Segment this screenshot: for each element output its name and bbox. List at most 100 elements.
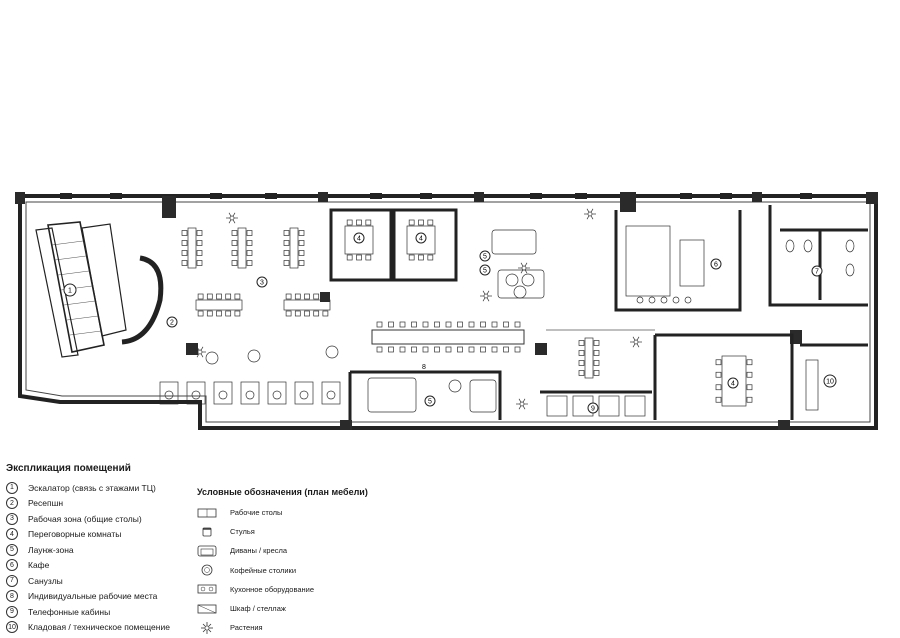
plant [587, 211, 593, 217]
chair [191, 390, 201, 400]
chair [593, 370, 600, 376]
room-marker-10: 10 [823, 374, 837, 388]
stool [636, 296, 644, 304]
room-number-badge: 4 [6, 528, 18, 541]
coffee-table [205, 351, 219, 365]
coffee-table [505, 273, 519, 287]
floor-plan: 1 2 3 4 4 4 5 5 5 6 7 8 9 10 [15, 192, 878, 430]
stool [648, 296, 656, 304]
shelving [805, 359, 819, 411]
chair [365, 254, 372, 261]
chair [411, 321, 417, 328]
column [866, 192, 878, 204]
column [340, 420, 352, 430]
symbol-label: Шкаф / стеллаж [230, 604, 286, 614]
chair [181, 230, 188, 236]
stool [660, 296, 668, 304]
chair [246, 260, 253, 266]
chair [285, 293, 292, 300]
chair [294, 293, 301, 300]
chair [399, 321, 406, 328]
chair [356, 219, 362, 226]
desk [237, 227, 247, 269]
symbols-legend-title: Условные обозначения (план мебели) [197, 487, 368, 497]
room-label: Эскалатор (связь с этажами ТЦ) [28, 482, 156, 493]
chair [231, 230, 238, 236]
room-marker-1: 1 [63, 283, 77, 297]
symbol-row: Растения [197, 618, 314, 637]
chair [408, 219, 415, 226]
room-marker-7: 7 [811, 265, 823, 277]
chair [715, 359, 722, 366]
chair [427, 219, 434, 226]
room-label: Телефонные кабины [28, 606, 111, 617]
room-marker-2: 2 [166, 316, 178, 328]
desk [584, 337, 594, 379]
room-markers: 1 2 3 4 4 4 5 5 5 6 7 8 9 10 [63, 232, 837, 414]
chair [246, 240, 253, 246]
chair [225, 293, 232, 300]
chair [422, 346, 429, 353]
room-number-badge: 2 [6, 497, 18, 510]
chair [503, 321, 509, 328]
chair [746, 359, 753, 366]
chair [196, 260, 203, 266]
desk [195, 299, 243, 311]
room-label: Рабочая зона (общие столы) [28, 513, 142, 524]
chair [411, 346, 417, 353]
chair [346, 219, 353, 226]
stool [684, 296, 692, 304]
chair [283, 230, 290, 236]
toilet [785, 239, 795, 253]
chair [181, 260, 188, 266]
chair [326, 390, 336, 400]
sofa-icon [197, 545, 217, 557]
chair [299, 390, 309, 400]
room-marker-6: 6 [710, 258, 722, 270]
plant [229, 215, 235, 221]
chair [593, 350, 600, 356]
plant [483, 293, 489, 299]
room-marker-5a: 5 [479, 250, 491, 262]
desk [187, 227, 197, 269]
svg-text:1: 1 [68, 288, 72, 295]
chair [283, 240, 290, 246]
desk-icon [197, 508, 217, 517]
room-label: Индивидуальные рабочие места [28, 591, 158, 602]
chair [715, 371, 722, 378]
room-label: Кладовая / техническое помещение [28, 622, 170, 633]
room-number-badge: 1 [6, 481, 18, 494]
chair [376, 321, 383, 328]
chair [365, 219, 372, 226]
room-number-badge: 7 [6, 574, 18, 587]
kitchen-equipment-icon [197, 584, 217, 594]
symbol-row: Кофейные столики [197, 561, 314, 580]
room-label: Ресепшн [28, 498, 64, 509]
sofa [367, 377, 417, 413]
chair [418, 219, 424, 226]
cabinet-icon [197, 604, 217, 613]
coffee-table [325, 345, 339, 359]
chair [245, 390, 255, 400]
chair [272, 390, 282, 400]
chair [181, 250, 188, 256]
chair [225, 310, 232, 317]
svg-text:3: 3 [260, 280, 264, 287]
toilet [803, 239, 813, 253]
chair [468, 346, 475, 353]
room-marker-8: 8 [422, 364, 426, 371]
room-number-badge: 8 [6, 590, 18, 603]
svg-text:10: 10 [826, 379, 834, 386]
room-label: Кафе [28, 560, 50, 571]
svg-text:4: 4 [357, 236, 361, 243]
escalator [35, 221, 127, 358]
chair [445, 321, 452, 328]
chair [197, 310, 204, 317]
chair [388, 321, 394, 328]
svg-text:6: 6 [714, 262, 718, 269]
symbol-row: Рабочие столы [197, 503, 314, 522]
chair [294, 310, 301, 317]
chair [231, 240, 238, 246]
column [535, 343, 547, 355]
